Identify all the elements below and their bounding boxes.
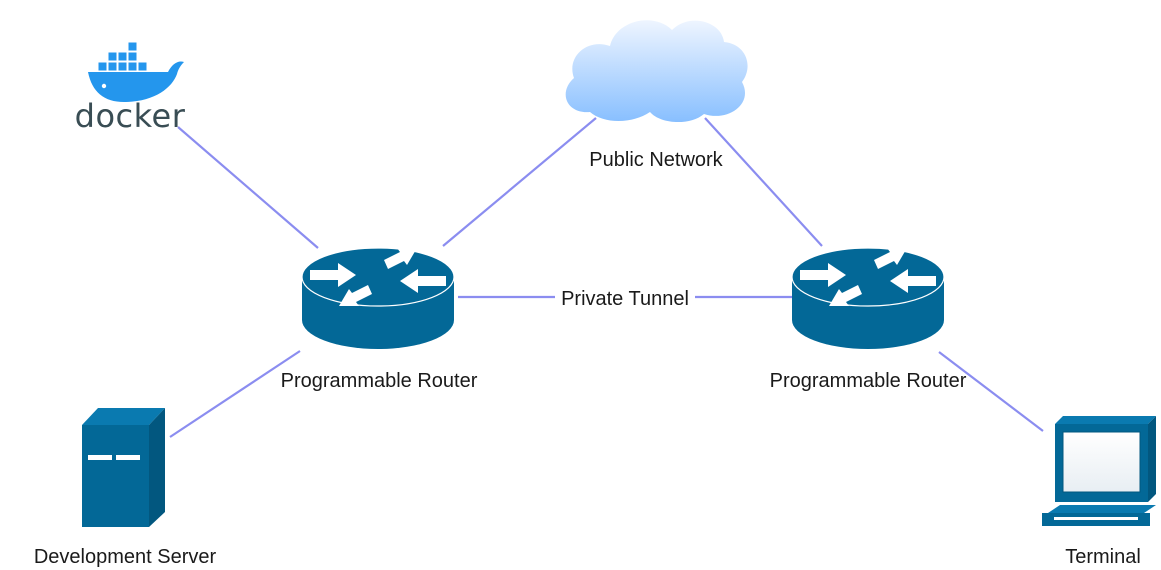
cloud-label: Public Network [589,149,723,171]
router-icon [791,247,945,349]
cloud-node[interactable]: Public Network [565,20,748,171]
link-router-terminal [938,351,1044,432]
dev-server-node[interactable]: Development Server [34,408,217,568]
tunnel-label-background [555,285,695,309]
cloud-icon [565,20,748,123]
terminal-label: Terminal [1065,546,1141,568]
link-cloud-router [704,117,823,247]
connections [169,117,1044,438]
docker-logo-text: docker [75,97,186,135]
server-icon [82,408,165,527]
docker-node[interactable]: docker [75,41,186,135]
router-left-node[interactable]: Programmable Router [281,247,478,392]
link-docker-router [177,126,319,249]
router-icon [301,247,455,349]
terminal-node[interactable]: Terminal [1042,416,1156,568]
router-left-label: Programmable Router [281,370,478,392]
router-right-node[interactable]: Programmable Router [770,247,967,392]
tunnel-label-group: Private Tunnel [555,285,695,310]
link-router-cloud [442,117,597,247]
link-router-server [169,350,301,438]
tunnel-label: Private Tunnel [561,288,689,310]
router-right-label: Programmable Router [770,370,967,392]
docker-logo-icon [88,41,184,102]
terminal-icon [1042,416,1156,526]
dev-server-label: Development Server [34,546,217,568]
